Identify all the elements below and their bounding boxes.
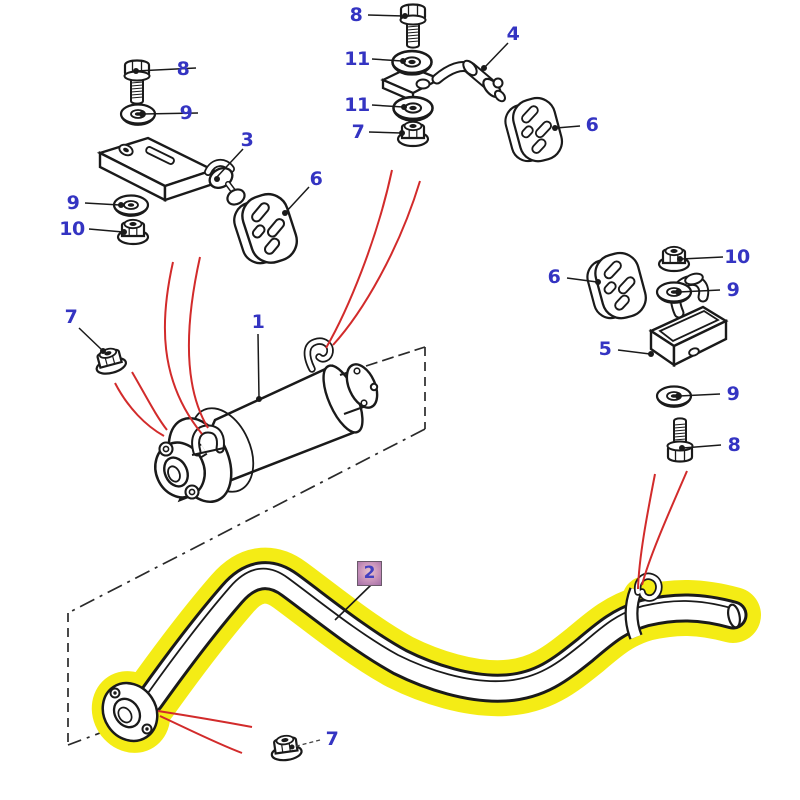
callout-label-1[interactable]: 1 (251, 311, 265, 333)
callout-label-11-lower[interactable]: 11 (344, 94, 370, 116)
washer-11-upper-drawing[interactable] (391, 49, 433, 76)
tailpipe-hook (624, 572, 663, 640)
bolt-8-right-drawing[interactable] (666, 417, 694, 463)
washer-9-left-top-drawing[interactable] (119, 103, 157, 127)
muffler-hook (303, 337, 334, 373)
tailpipe-flange (101, 681, 159, 743)
washer-9-right-lower-drawing[interactable] (655, 385, 693, 409)
leader-dots (100, 13, 685, 750)
callout-label-9-left-top[interactable]: 9 (179, 102, 193, 124)
bolt-8-middle-drawing[interactable] (399, 3, 427, 49)
callout-label-7-middle[interactable]: 7 (351, 121, 365, 143)
callout-label-9-left-bot[interactable]: 9 (66, 192, 80, 214)
callout-label-6-left[interactable]: 6 (309, 168, 323, 190)
washer-11-lower-drawing[interactable] (392, 95, 434, 122)
callout-label-8-right[interactable]: 8 (727, 434, 741, 456)
callout-label-6-middle[interactable]: 6 (585, 114, 599, 136)
muffler-drawing[interactable] (147, 337, 384, 511)
leader-lines (78, 14, 724, 748)
callout-label-10-left[interactable]: 10 (59, 218, 85, 240)
callout-label-7-bottom[interactable]: 7 (325, 728, 339, 750)
selected-part-badge[interactable]: 2 (357, 561, 382, 586)
callout-label-9-right-up[interactable]: 9 (726, 279, 740, 301)
tailpipe-drawing[interactable] (76, 547, 761, 768)
callout-label-4[interactable]: 4 (506, 23, 520, 45)
callout-label-11-upper[interactable]: 11 (344, 48, 370, 70)
nut-7-center-drawing[interactable] (91, 344, 129, 378)
assembly-callout-lines (114, 169, 688, 754)
callout-label-8-left[interactable]: 8 (176, 58, 190, 80)
callout-label-5[interactable]: 5 (598, 338, 612, 360)
callout-label-10-right[interactable]: 10 (724, 246, 750, 268)
rubber-mount-6-right-drawing[interactable] (581, 247, 652, 326)
bolt-8-left-drawing[interactable] (123, 59, 151, 105)
washer-9-right-upper-drawing[interactable] (655, 281, 693, 305)
nut-7-bottom-drawing[interactable] (268, 732, 304, 764)
callout-label-9-right-low[interactable]: 9 (726, 383, 740, 405)
callout-label-3[interactable]: 3 (240, 129, 254, 151)
muffler-front-bracket (191, 424, 225, 457)
muffler-outlet-flange (339, 363, 379, 415)
bracket-3-drawing[interactable] (96, 136, 247, 208)
callout-label-6-right[interactable]: 6 (547, 266, 561, 288)
callout-label-7-center[interactable]: 7 (64, 306, 78, 328)
rubber-mount-6-middle-drawing[interactable] (499, 92, 568, 169)
callout-label-8-middle[interactable]: 8 (349, 4, 363, 26)
